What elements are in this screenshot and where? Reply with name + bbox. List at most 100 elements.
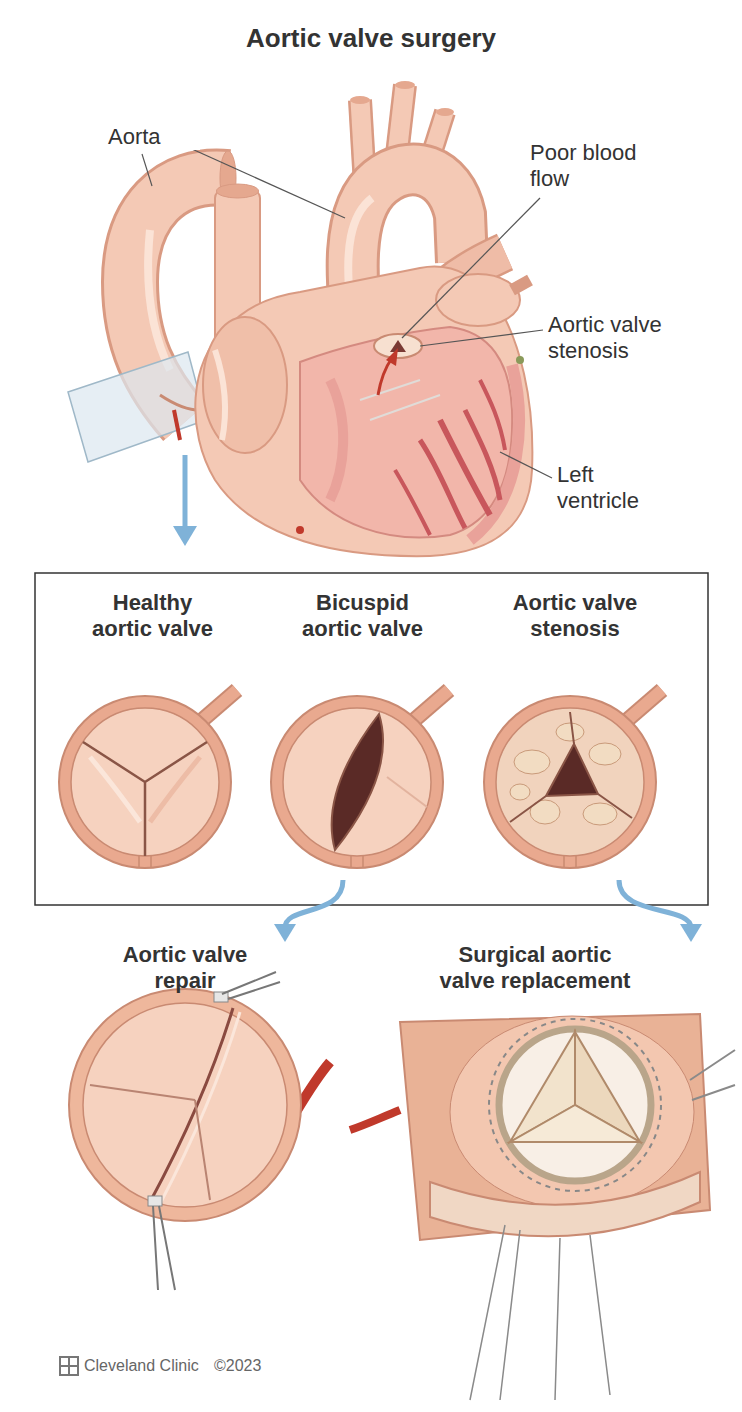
part-label: Left ventricle [555, 462, 663, 514]
heart-illustration [374, 334, 422, 358]
bicuspid-valve [283, 708, 431, 856]
flow-arrow [619, 880, 691, 928]
heart-illustration [436, 108, 454, 116]
heart-illustration [386, 348, 398, 366]
flow-arrow [285, 880, 343, 928]
valve-panel: Aortic valve stenosis [475, 590, 675, 880]
bicuspid-valve [271, 690, 449, 868]
heart-illustration [296, 526, 304, 534]
heart-illustration [378, 358, 392, 395]
heart-illustration [215, 350, 225, 440]
flow-arrow [173, 526, 197, 546]
valve-replacement [450, 1016, 694, 1208]
flow-arrow [619, 880, 702, 942]
leader-line [402, 198, 540, 338]
valve-replacement [510, 1105, 640, 1142]
panel-heading: Bicuspid aortic valve [293, 590, 433, 642]
valve-replacement [350, 1014, 735, 1400]
healthy-valve [83, 742, 207, 856]
healthy-valve [150, 757, 200, 822]
arrow-head [680, 924, 702, 942]
heart-illustration [470, 365, 519, 540]
aorta-specimen [174, 410, 180, 440]
stenotic-valve [625, 690, 662, 722]
healthy-valve [59, 696, 231, 868]
heart-illustration [330, 380, 343, 500]
healthy-valve [139, 856, 151, 868]
healthy-valve [200, 690, 237, 722]
flow-arrow [183, 455, 188, 528]
heart-illustration [195, 81, 532, 556]
bicuspid-valve [271, 696, 443, 868]
stenotic-valve [484, 696, 656, 868]
valve-repair [153, 1206, 175, 1290]
heart-illustration [360, 380, 420, 400]
stenotic-valve [564, 856, 576, 868]
valve-replacement [400, 1014, 710, 1240]
aorta-specimen [148, 230, 170, 370]
stenotic-valve [546, 744, 598, 796]
credit-text: Cleveland Clinic [84, 1356, 224, 1376]
aorta-specimen [68, 352, 206, 462]
heart-illustration [370, 395, 440, 420]
heart-illustration [516, 356, 524, 364]
healthy-valve [200, 690, 237, 722]
bicuspid-valve [412, 690, 449, 722]
heart-illustration [395, 81, 415, 89]
valve-repair [90, 1085, 210, 1200]
valve-replacement [499, 1029, 651, 1181]
heart-illustration [512, 280, 530, 290]
stenotic-valve [589, 743, 621, 765]
bicuspid-valve [387, 777, 427, 807]
valve-panel: Healthy aortic valve [55, 590, 250, 880]
valve-replacement [350, 1110, 400, 1130]
stenotic-valve [583, 803, 617, 825]
bicuspid-valve [351, 856, 363, 868]
healthy-valve [71, 708, 219, 856]
heart-illustration [350, 96, 370, 104]
stenotic-valve [510, 712, 632, 822]
heart-illustration [217, 184, 259, 198]
logo-icon [60, 1357, 78, 1375]
valve-repair [69, 972, 330, 1290]
leader-line [172, 140, 345, 218]
heart-illustration [440, 420, 490, 515]
stenotic-valve [514, 750, 550, 774]
stenotic-valve [484, 690, 662, 868]
heart-illustration [436, 274, 520, 326]
valve-repair [214, 992, 228, 1002]
part-label: Aorta [106, 124, 200, 150]
diagram-title: Aortic valve surgery [0, 22, 742, 54]
valve-panel: Surgical aortic valve replacement [340, 942, 730, 1292]
heart-illustration [420, 440, 465, 528]
credit-text: ©2023 [214, 1356, 284, 1376]
valve-repair [69, 989, 301, 1221]
bicuspid-valve [412, 690, 449, 722]
stenotic-valve [556, 723, 584, 741]
heart-illustration [465, 410, 500, 500]
panel-frame [35, 573, 708, 905]
heart-illustration [390, 340, 406, 352]
valve-replacement [690, 1050, 735, 1100]
leader-line [142, 140, 552, 478]
stenotic-valve [625, 690, 662, 722]
valve-repair [83, 1003, 287, 1207]
part-label: Poor blood flow [528, 140, 642, 192]
heart-illustration [300, 327, 512, 538]
valve-repair [150, 1008, 233, 1202]
valve-panel: Aortic valve repair [60, 942, 310, 1242]
leader-line [500, 452, 552, 478]
flow-arrow [274, 880, 343, 942]
flow-arrow [173, 455, 197, 546]
panel-heading: Surgical aortic valve replacement [433, 942, 638, 994]
logo-icon [60, 1357, 78, 1375]
valve-repair [160, 1012, 240, 1204]
valve-panel: Bicuspid aortic valve [265, 590, 460, 880]
valve-repair [222, 972, 280, 999]
leader-line [420, 330, 543, 346]
panel-heading: Aortic valve repair [115, 942, 255, 994]
panel-heading: Healthy aortic valve [83, 590, 223, 642]
arrow-head [274, 924, 296, 942]
